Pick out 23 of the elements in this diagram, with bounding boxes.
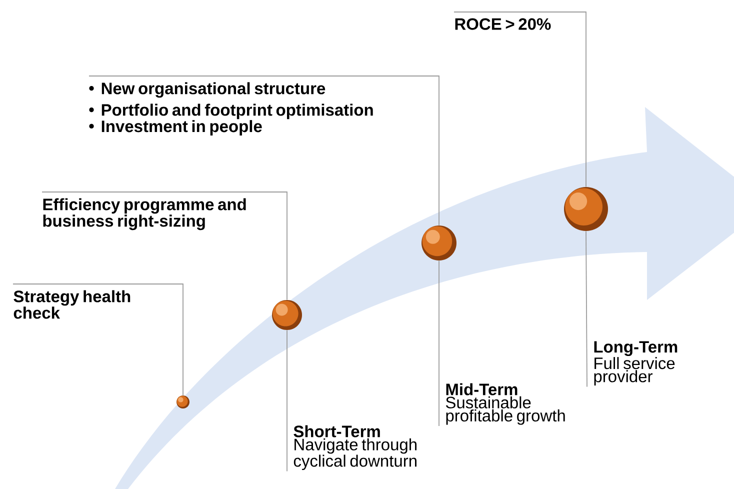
bullet-item: Portfolio and footprint optimisation: [102, 104, 373, 120]
term-heading: Mid-Term: [446, 383, 518, 396]
leader-line: [12, 284, 184, 396]
leader-line: [286, 330, 288, 472]
term-description: Navigate through cyclical downturn: [294, 438, 417, 470]
leader-line: [88, 76, 440, 226]
leader-line: [454, 12, 586, 188]
milestone-label: ROCE > 20%: [455, 18, 551, 30]
term-description: Sustainable profitable growth: [446, 396, 565, 425]
term-description: Full service provider: [594, 357, 675, 386]
leader-line: [438, 260, 440, 426]
bullet-item: New organisational structure: [102, 82, 326, 98]
sphere: [564, 187, 608, 231]
leader-line: [586, 230, 588, 388]
sphere: [422, 226, 456, 260]
sphere: [176, 396, 190, 408]
leader-line: [42, 192, 288, 300]
term-heading: Short-Term: [294, 425, 380, 438]
bullet-item: Investment in people: [102, 120, 262, 136]
sphere: [272, 300, 302, 330]
milestone-label: Efficiency programme and business right-sizing: [43, 198, 246, 230]
milestone-label: Strategy health check: [14, 290, 130, 319]
term-heading: Long-Term: [594, 341, 678, 356]
